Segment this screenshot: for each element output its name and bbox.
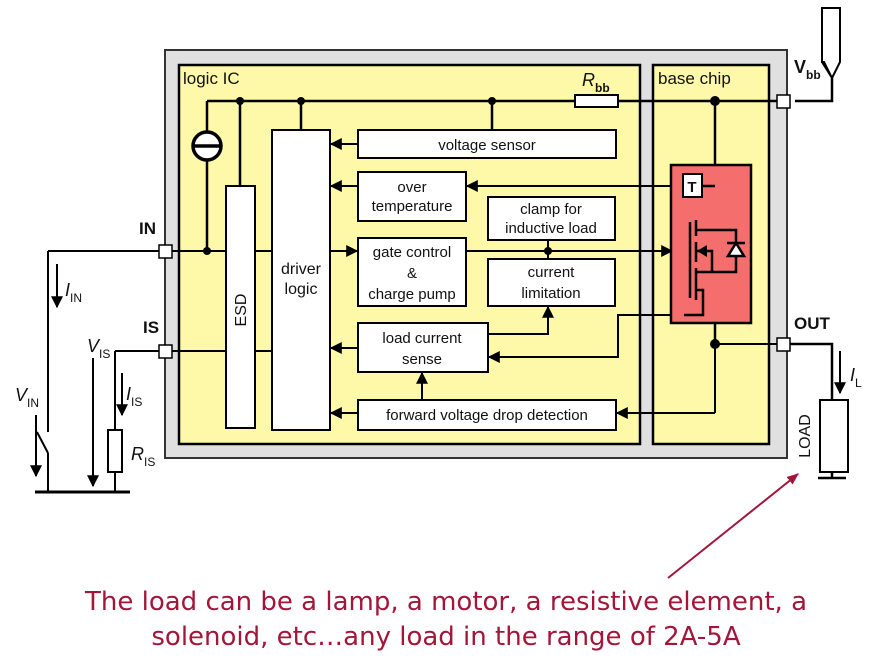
pin-vbb-label: Vbb <box>794 57 821 82</box>
ris-resistor <box>107 429 123 473</box>
gate-control-label: gate control&charge pump <box>368 244 456 303</box>
base-chip-label: base chip <box>658 69 731 88</box>
pin-in <box>158 244 173 259</box>
esd-label: ESD <box>233 294 250 327</box>
vbb-terminal <box>821 7 841 81</box>
temp-sensor-label: T <box>687 179 696 196</box>
iis-label: IIS <box>126 384 142 409</box>
gate-control-block <box>357 237 467 307</box>
body-arrow <box>697 245 707 257</box>
rbb-resistor <box>574 94 619 108</box>
load-resistor <box>819 399 849 473</box>
forward-voltage-block <box>357 399 617 431</box>
clamp-block <box>487 196 616 241</box>
pin-is-label: IS <box>143 318 159 337</box>
current-source-icon <box>191 130 223 162</box>
ris-label: RIS <box>131 444 155 469</box>
voltage-sensor-block <box>357 129 617 159</box>
signal-arrows <box>329 138 777 419</box>
il-label: IL <box>850 365 862 390</box>
iin-label: IIN <box>65 280 82 305</box>
load-current-sense-block <box>357 322 489 373</box>
pin-out <box>776 337 791 352</box>
pin-in-label: IN <box>139 219 156 238</box>
esd-block <box>225 185 256 429</box>
logic-ic-label: logic IC <box>183 69 240 88</box>
pin-is <box>158 344 173 359</box>
diode-icon <box>725 240 747 258</box>
callout-arrow <box>667 473 799 579</box>
pin-out-label: OUT <box>794 314 831 333</box>
vin-label: VIN <box>15 385 39 410</box>
caption-line-2: solenoid, etc…any load in the range of 2… <box>151 622 740 652</box>
load-label: LOAD <box>797 414 814 458</box>
over-temperature-block <box>357 171 467 222</box>
driver-logic-block <box>271 129 331 431</box>
voltage-sensor-label: voltage sensor <box>438 137 536 154</box>
pin-vbb <box>776 94 791 109</box>
forward-voltage-label: forward voltage drop detection <box>386 407 588 424</box>
input-external <box>36 251 116 492</box>
rbb-label: Rbb <box>582 70 610 95</box>
caption-line-1: The load can be a lamp, a motor, a resis… <box>84 587 807 617</box>
vis-label: VIS <box>87 336 110 361</box>
